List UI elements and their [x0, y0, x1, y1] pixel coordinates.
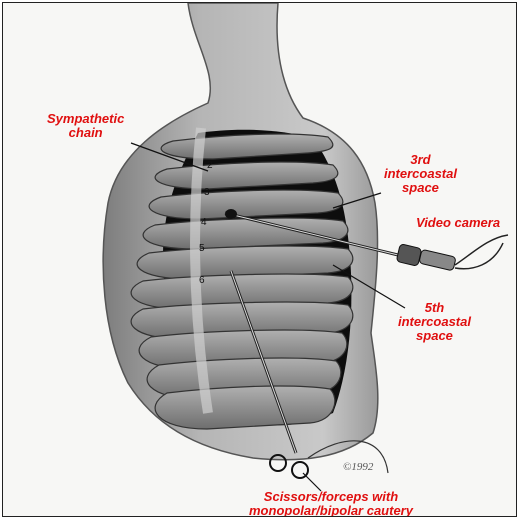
label-instruments: Scissors/forceps with monopolar/bipolar … — [249, 490, 413, 517]
rib-number-6: 6 — [199, 275, 205, 286]
rib-number-3: 3 — [204, 187, 210, 198]
rib-number-4: 4 — [201, 217, 207, 228]
label-3rd-intercostal-space: 3rd intercoastal space — [384, 153, 457, 195]
rib-number-5: 5 — [199, 243, 205, 254]
artist-signature: ©1992 — [343, 461, 373, 473]
label-video-camera: Video camera — [416, 216, 500, 230]
label-sympathetic-chain: Sympathetic chain — [47, 112, 124, 140]
thorax-illustration — [3, 3, 516, 516]
rib-cage — [131, 128, 353, 429]
rib-10 — [155, 386, 335, 429]
label-5th-intercostal-space: 5th intercoastal space — [398, 301, 471, 343]
rib-number-2: 2 — [207, 160, 213, 171]
